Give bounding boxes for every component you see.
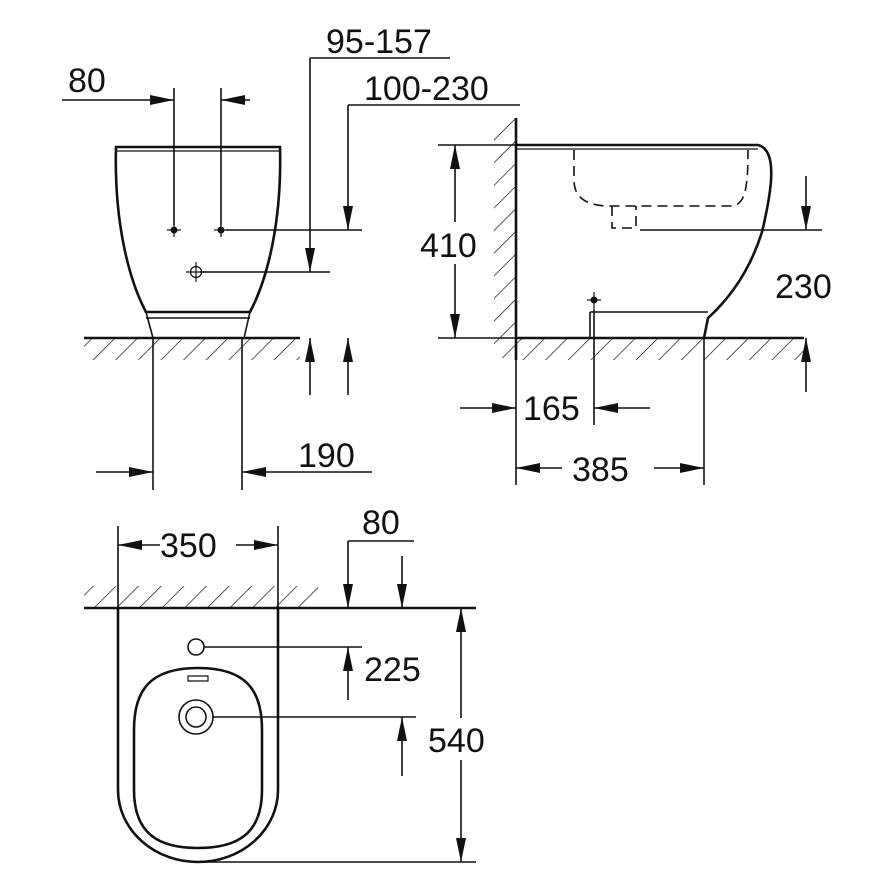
side-outlet-distance-label: 165: [523, 390, 580, 428]
side-view: 410 230 165 385: [418, 118, 832, 489]
side-bowl-outline: [516, 143, 773, 339]
side-height-dimension: 410: [418, 144, 516, 339]
front-floor-level-arrows: [305, 338, 353, 395]
front-supply-height-dimension: 95-157: [200, 23, 450, 273]
front-inlet-height-label: 100-230: [364, 70, 489, 108]
side-floor-hatch: [516, 338, 804, 360]
front-floor-hatch: [84, 338, 300, 360]
side-outlet-marker-icon: [587, 292, 601, 310]
top-width-label: 350: [160, 527, 217, 565]
side-inner-basin: [573, 149, 749, 207]
top-overflow-slot-icon: [187, 675, 209, 682]
top-hole-distance-label: 225: [364, 651, 421, 689]
front-tap-hole-left-icon: [167, 223, 181, 237]
front-view: 80 95-157 100-230: [62, 23, 520, 490]
front-base-width-label: 190: [298, 437, 355, 475]
side-height-label: 410: [420, 227, 477, 265]
top-view: 350 80 225: [84, 504, 498, 864]
side-outlet-distance-dimension: 165: [460, 310, 650, 485]
side-drain: [611, 206, 637, 229]
top-offset-label: 80: [362, 504, 400, 542]
top-wall-hatch: [84, 586, 318, 608]
front-tap-hole-right-icon: [214, 223, 228, 237]
front-supply-height-label: 95-157: [326, 23, 432, 61]
top-length-label: 540: [428, 722, 485, 760]
side-wall-hatch: [494, 118, 516, 358]
front-bowl-base: [145, 311, 251, 339]
top-length-dimension: 540: [198, 608, 498, 863]
top-width-dimension: 350: [117, 526, 279, 608]
side-depth-dimension: 385: [516, 338, 705, 489]
top-tap-hole-icon: [187, 638, 205, 656]
top-offset-dimension: 80: [343, 504, 414, 608]
side-bowl-base: [589, 311, 708, 338]
side-depth-label: 385: [572, 451, 629, 489]
side-outlet-height-dimension: 230: [640, 176, 832, 392]
front-inlet-height-dimension: 100-230: [226, 70, 520, 231]
side-outlet-height-label: 230: [775, 268, 832, 306]
front-hole-spacing-dimension: 80: [62, 62, 250, 225]
top-drain-icon: [178, 699, 214, 735]
top-drain-distance-arrow: [213, 716, 416, 776]
top-hole-distance-dimension: 225: [204, 646, 421, 700]
top-inner-basin: [132, 666, 264, 850]
front-hole-spacing-label: 80: [68, 62, 106, 100]
front-base-width-dimension: 190: [96, 338, 372, 490]
